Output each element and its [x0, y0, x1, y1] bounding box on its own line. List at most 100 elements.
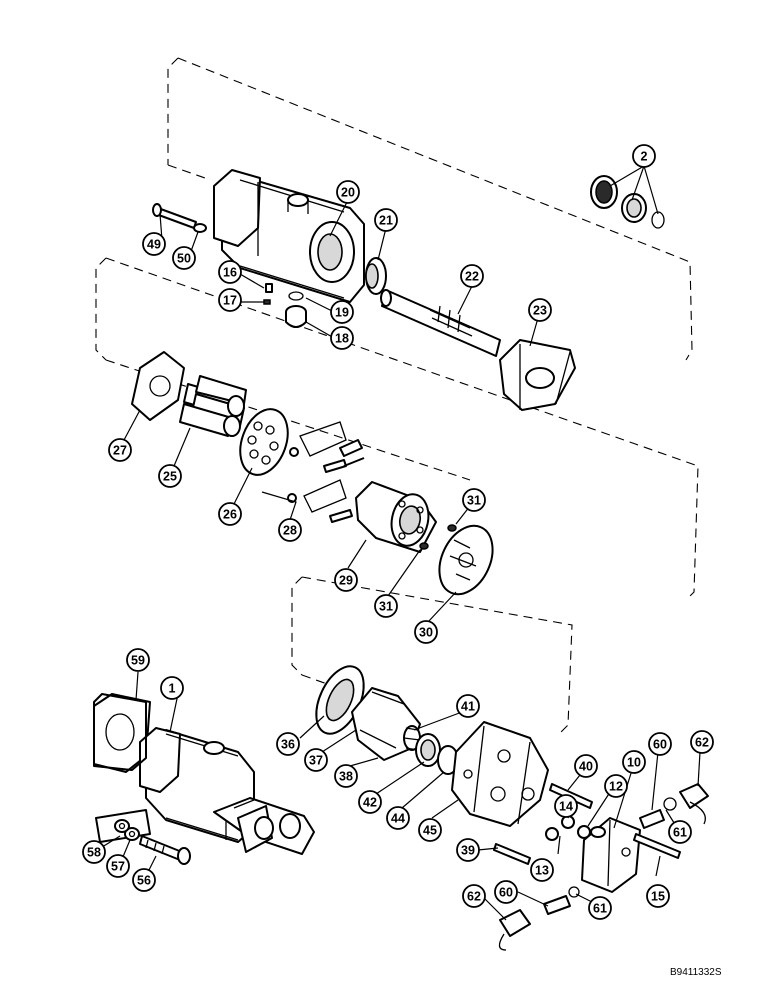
callout-label: 41	[461, 700, 475, 714]
callout-label: 62	[695, 736, 709, 750]
callout: 29	[334, 568, 358, 592]
callout: 14	[554, 794, 578, 818]
callout: 10	[622, 750, 646, 774]
callout: 26	[218, 502, 242, 526]
callout-label: 45	[423, 824, 437, 838]
callout-label: 28	[283, 524, 297, 538]
callout-label: 22	[465, 270, 479, 284]
callout: 13	[530, 858, 554, 882]
callout: 38	[334, 764, 358, 788]
mounting-bolt	[114, 819, 191, 865]
callout-label: 56	[137, 874, 151, 888]
callout: 58	[82, 840, 106, 864]
callout-label: 20	[341, 186, 355, 200]
drawing-reference-code: B9411332S	[670, 967, 722, 978]
callout-label: 21	[379, 214, 393, 228]
callout: 36	[276, 732, 300, 756]
callout: 50	[172, 246, 196, 270]
callout: 31	[374, 594, 398, 618]
callout-label: 31	[379, 600, 393, 614]
callout: 45	[418, 818, 442, 842]
callout: 42	[358, 790, 382, 814]
callout-label: 19	[335, 306, 349, 320]
callout-label: 17	[223, 294, 237, 308]
callout: 59	[126, 648, 150, 672]
callout-label: 30	[419, 626, 433, 640]
callout-label: 27	[113, 444, 127, 458]
plug-and-seals	[263, 283, 307, 328]
piston-set	[179, 375, 247, 437]
callout: 37	[304, 748, 328, 772]
callout: 16	[218, 260, 242, 284]
callout-label: 50	[177, 252, 191, 266]
callout-label: 25	[163, 470, 177, 484]
callout-label: 15	[651, 890, 665, 904]
callout: 28	[278, 518, 302, 542]
callout: 60	[494, 880, 518, 904]
callout-label: 37	[309, 754, 323, 768]
callout-label: 62	[467, 890, 481, 904]
dowel-pins	[419, 524, 457, 550]
port-plates	[315, 665, 421, 761]
callout-label: 57	[111, 860, 125, 874]
valve-block	[581, 817, 641, 893]
callout-label: 18	[335, 332, 349, 346]
retainer-plate	[239, 408, 289, 476]
valve-body	[451, 721, 549, 827]
callout-label: 59	[131, 654, 145, 668]
callout-label: 13	[535, 864, 549, 878]
callout-label: 2	[641, 150, 648, 164]
callout: 25	[158, 464, 182, 488]
callout-label: 61	[593, 902, 607, 916]
callout-label: 60	[653, 738, 667, 752]
seal-kit	[590, 175, 665, 229]
callout: 17	[218, 288, 242, 312]
callout: 61	[588, 896, 612, 920]
callouts: 2 20 21 49 50 16 17 19 18 22 23 27 25 26…	[82, 144, 714, 920]
callout: 62	[690, 730, 714, 754]
callout-label: 16	[223, 266, 237, 280]
callout: 1	[160, 676, 184, 700]
callout-label: 1	[169, 682, 176, 696]
swash-plate	[131, 351, 185, 421]
cylinder-block	[355, 481, 437, 553]
mounting-gasket	[93, 693, 147, 771]
callout-label: 42	[363, 796, 377, 810]
bolt-and-washer	[152, 203, 207, 233]
callout-label: 10	[627, 756, 641, 770]
drive-shaft	[380, 289, 501, 357]
long-screw	[633, 833, 681, 859]
callout: 20	[336, 180, 360, 204]
callout-label: 49	[147, 238, 161, 252]
callout: 57	[106, 854, 130, 878]
callout: 23	[528, 298, 552, 322]
callout: 60	[648, 732, 672, 756]
o-rings	[545, 815, 591, 841]
callout: 18	[330, 326, 354, 350]
assembly-dashed-outlines	[95, 57, 699, 734]
callout-label: 23	[533, 304, 547, 318]
valve-plate	[438, 524, 494, 596]
callout: 31	[462, 488, 486, 512]
bearing	[365, 257, 387, 295]
coupler-upper	[639, 783, 709, 829]
callout: 62	[462, 884, 486, 908]
callout-label: 36	[281, 738, 295, 752]
leader-lines	[93, 165, 701, 921]
callout: 30	[414, 620, 438, 644]
callout: 44	[386, 806, 410, 830]
motor-assembly-lower	[93, 693, 315, 855]
callout-label: 12	[609, 780, 623, 794]
callout: 19	[330, 300, 354, 324]
end-cover	[499, 339, 576, 411]
callout-label: 58	[87, 846, 101, 860]
callout: 40	[574, 754, 598, 778]
coupler-lower	[498, 886, 580, 951]
callout-label: 26	[223, 508, 237, 522]
motor-housing-upper	[213, 169, 365, 303]
callout: 61	[668, 820, 692, 844]
callout: 21	[374, 208, 398, 232]
callout: 56	[132, 868, 156, 892]
callout: 49	[142, 232, 166, 256]
callout-label: 14	[559, 800, 573, 814]
